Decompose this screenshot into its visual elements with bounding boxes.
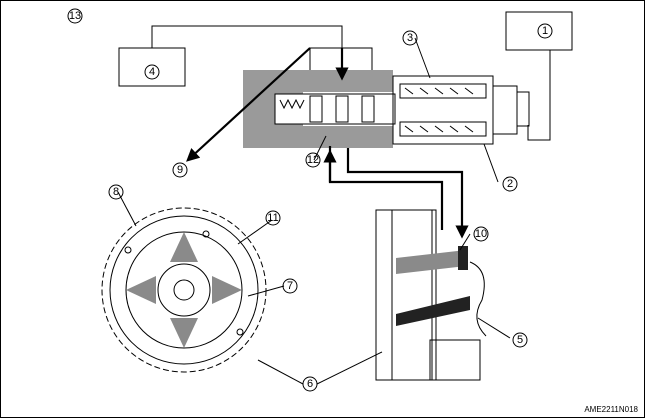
ecm-box — [505, 11, 573, 51]
callout-9: 9 — [172, 162, 188, 178]
callout-6: 6 — [302, 376, 318, 392]
callout-11-label: 11 — [267, 212, 278, 224]
callout-3-label: 3 — [407, 32, 413, 44]
callout-2-label: 2 — [507, 178, 513, 190]
camshaft-sprocket — [101, 207, 267, 373]
callout-7: 7 — [282, 278, 298, 294]
callout-3: 3 — [402, 30, 418, 46]
callout-10: 10 — [473, 226, 489, 242]
callout-4: 4 — [144, 64, 160, 80]
callout-10-label: 10 — [475, 228, 487, 240]
leader-lines — [117, 37, 511, 385]
solenoid-coil — [392, 75, 530, 145]
vtc-cross-section — [375, 209, 487, 381]
callout-11: 11 — [265, 210, 281, 226]
callout-5-label: 5 — [517, 334, 523, 346]
callout-1: 1 — [537, 23, 553, 39]
callout-5: 5 — [512, 332, 528, 348]
callout-4-label: 4 — [149, 66, 155, 78]
signal-wiring — [151, 25, 551, 141]
callout-6-label: 6 — [307, 378, 313, 390]
callout-2: 2 — [502, 176, 518, 192]
callout-8-label: 8 — [113, 186, 119, 198]
control-valve-body — [243, 70, 396, 148]
callout-13: 13 — [67, 8, 83, 24]
callout-8: 8 — [108, 184, 124, 200]
callout-12-label: 12 — [307, 154, 319, 166]
callout-12: 12 — [305, 152, 321, 168]
figure-code: AME2211N018 — [584, 405, 638, 414]
callout-9-label: 9 — [177, 164, 183, 176]
callout-13-label: 13 — [69, 10, 81, 22]
oil-passages — [186, 47, 469, 239]
callout-1-label: 1 — [542, 25, 548, 37]
callout-7-label: 7 — [287, 280, 293, 292]
